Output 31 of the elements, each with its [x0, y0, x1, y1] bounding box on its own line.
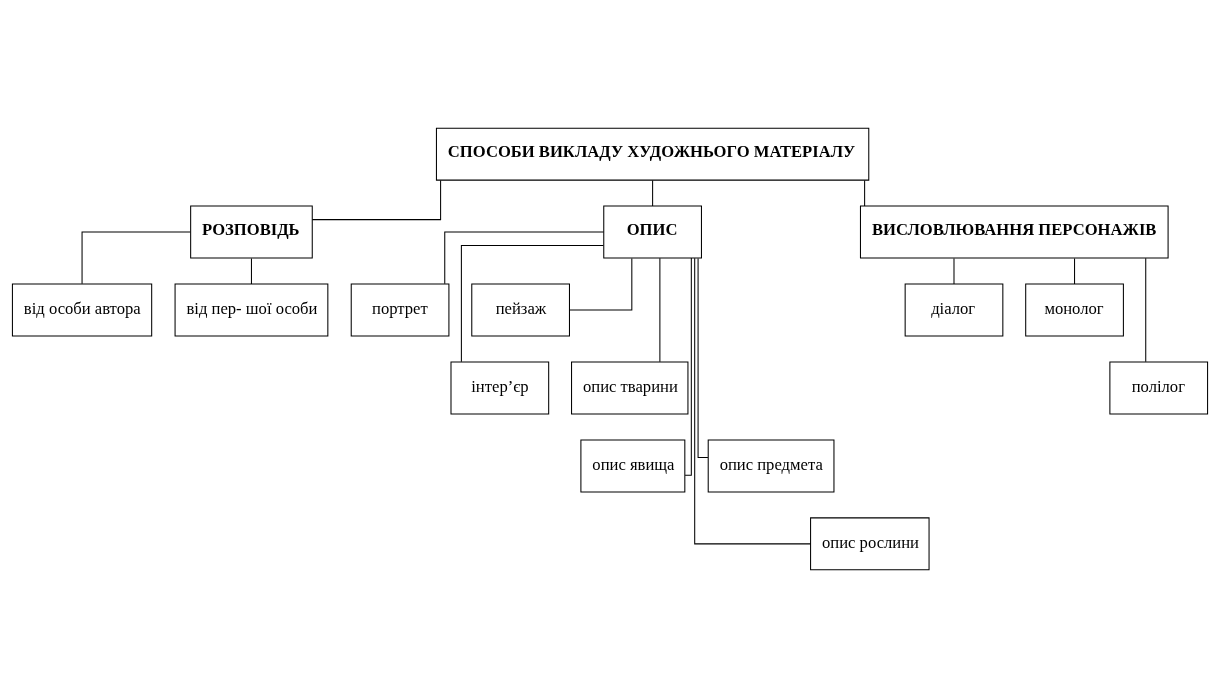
connector: [659, 257, 661, 362]
node-box: діалог: [904, 283, 1004, 337]
node-box: монолог: [1025, 283, 1124, 337]
connector: [864, 179, 866, 206]
connector: [652, 179, 654, 206]
node-box: опис тварини: [571, 360, 689, 414]
connector: [953, 257, 955, 284]
node-box: полілог: [1109, 360, 1209, 414]
connector: [1074, 257, 1076, 284]
connector: [460, 244, 604, 362]
connector: [1145, 257, 1147, 362]
connector: [684, 257, 692, 476]
connector: [250, 257, 252, 284]
node-box: опис рослини: [810, 516, 930, 570]
connector: [311, 179, 442, 220]
node-box: РОЗПОВІДЬ: [190, 205, 313, 259]
node-box: від особи автора: [11, 283, 153, 337]
connector: [444, 231, 605, 284]
connector: [694, 257, 812, 544]
node-box: пейзаж: [471, 283, 570, 337]
node-box: портрет: [350, 283, 450, 337]
connector: [697, 257, 709, 458]
node-box: СПОСОБИ ВИКЛАДУ ХУДОЖНЬОГО МАТЕРІАЛУ: [435, 127, 870, 181]
node-box: інтер’єр: [450, 360, 550, 414]
node-box: опис предмета: [707, 438, 835, 492]
connector: [569, 257, 633, 311]
node-box: ВИСЛОВЛЮВАННЯ ПЕРСОНАЖІВ: [859, 205, 1169, 259]
node-box: ОПИС: [603, 205, 702, 259]
node-box: опис явища: [580, 438, 686, 492]
node-box: від пер- шої особи: [174, 283, 329, 337]
connector: [81, 231, 191, 284]
